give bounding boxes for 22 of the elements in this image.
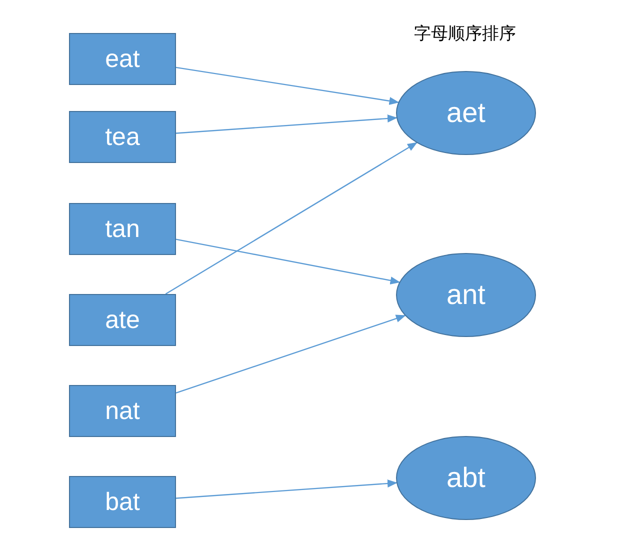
node-text: eat <box>105 44 140 74</box>
arrow <box>165 142 418 295</box>
arrow <box>176 238 400 284</box>
arrow <box>176 314 406 394</box>
node-text: nat <box>105 396 140 426</box>
word-box <box>69 203 176 255</box>
node-text: bat <box>105 488 140 516</box>
node-text: tan <box>105 214 140 244</box>
word-box <box>69 476 176 528</box>
word-box <box>69 385 176 437</box>
arrow <box>176 114 398 134</box>
node-text: aet <box>446 97 486 129</box>
arrow <box>176 480 398 499</box>
node-text: ant <box>446 279 486 311</box>
word-box <box>69 111 176 163</box>
word-box <box>69 294 176 346</box>
diagram-title: 字母顺序排序 <box>413 23 517 45</box>
arrow <box>176 66 400 105</box>
node-text: tea <box>105 122 140 152</box>
node-text: abt <box>446 462 486 494</box>
word-box <box>69 33 176 85</box>
node-text: ate <box>105 306 140 334</box>
